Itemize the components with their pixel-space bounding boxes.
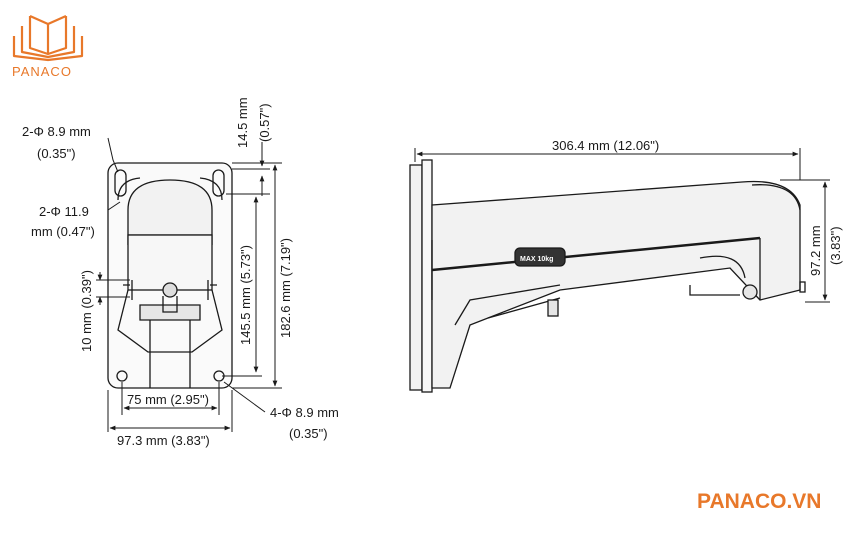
top-hole-dia-in-label: (0.35")	[37, 146, 76, 161]
top-offset-in-label: (0.57")	[257, 103, 272, 142]
logo-text: PANACO	[12, 64, 72, 79]
arm-skirt	[117, 289, 223, 353]
bottom-screw	[547, 299, 559, 317]
side-hole-dia-in-label: mm (0.47")	[31, 224, 95, 239]
height-label: 97.2 mm	[808, 225, 823, 276]
bottom-hole-left	[116, 370, 128, 382]
side-hole-dia-label: 2-Φ 11.9	[39, 204, 89, 219]
plate-width-label: 97.3 mm (3.83")	[117, 433, 210, 448]
top-offset-label: 14.5 mm	[235, 97, 250, 148]
front-view	[96, 137, 282, 432]
wall-plate	[409, 164, 423, 391]
max-weight-plate	[514, 247, 566, 267]
hole-spacing-h-label: 75 mm (2.95")	[127, 392, 209, 407]
front-view-labels: 2-Φ 8.9 mm (0.35") 2-Φ 11.9 mm (0.47") 1…	[22, 97, 339, 448]
arm-body	[431, 180, 801, 389]
height-in-label: (3.83")	[828, 226, 843, 265]
top-hole-dia-label: 2-Φ 8.9 mm	[22, 124, 91, 139]
screw	[162, 282, 178, 298]
side-view-labels: 306.4 mm (12.06") 97.2 mm (3.83") MAX 10…	[520, 138, 843, 276]
small-gap-label: 10 mm (0.39")	[79, 270, 94, 352]
book-logo-icon	[12, 14, 84, 62]
plate-height-label: 182.6 mm (7.19")	[278, 238, 293, 338]
bottom-hole-dia-in-label: (0.35")	[289, 426, 328, 441]
bottom-hole-dia-label: 4-Φ 8.9 mm	[270, 405, 339, 420]
arm-dome	[127, 179, 213, 245]
length-label: 306.4 mm (12.06")	[552, 138, 659, 153]
side-view	[409, 148, 830, 393]
hole-spacing-v-label: 145.5 mm (5.73")	[238, 245, 253, 345]
arm-front	[127, 234, 213, 291]
side-screw	[742, 284, 758, 300]
max-weight-label: MAX 10kg	[520, 256, 553, 263]
slot-hole-right	[212, 169, 225, 197]
site-url-text: PANACO.VN	[697, 490, 822, 513]
